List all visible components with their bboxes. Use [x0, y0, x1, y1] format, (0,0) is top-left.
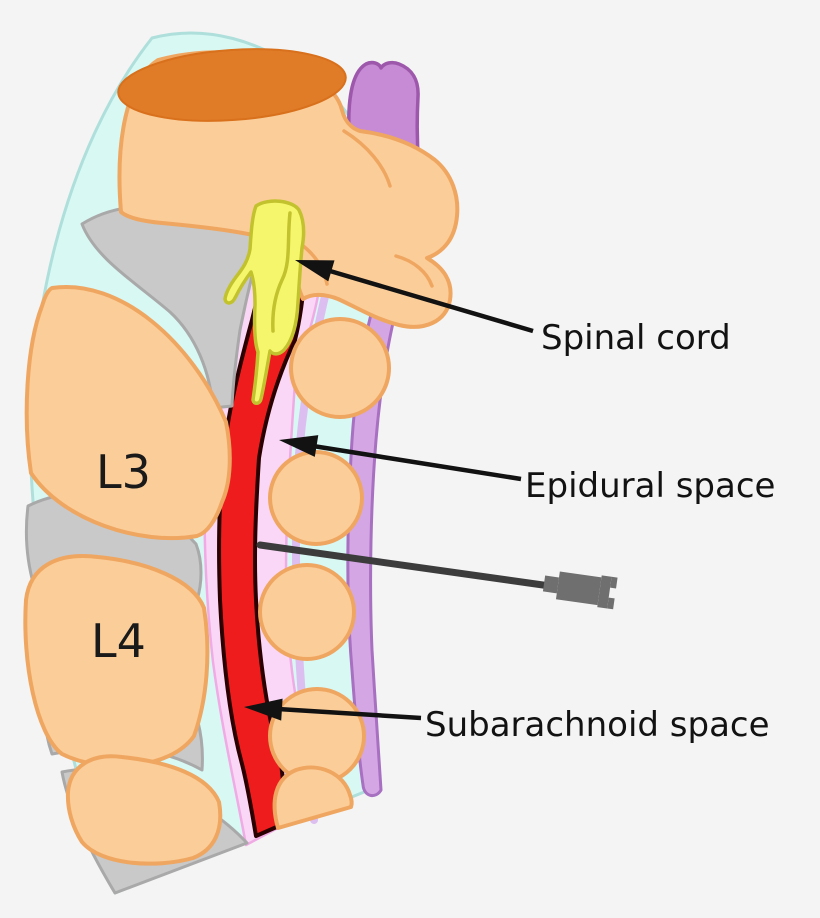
label-l4: L4	[91, 614, 146, 668]
needle-hub	[542, 571, 618, 610]
spinous-process	[258, 563, 356, 661]
vertebra-l3	[24, 284, 232, 541]
vertebra-l5	[65, 754, 223, 866]
needle-shaft	[256, 541, 554, 590]
label-epidural-space: Epidural space	[525, 466, 775, 506]
label-spinal-cord: Spinal cord	[541, 318, 731, 358]
spinous-process	[289, 317, 391, 419]
vertebra-l4	[23, 554, 210, 769]
spinous-process	[272, 765, 354, 830]
cord-contour-line	[271, 211, 292, 333]
spinous-process	[268, 450, 364, 546]
vertebral-endplate-cap	[117, 48, 347, 122]
annotation-arrow-epidural-space	[279, 435, 522, 482]
annotation-arrow-subarachnoid-space	[244, 698, 422, 721]
bone-contour-line	[394, 254, 434, 288]
annotation-arrow-spinal-cord	[295, 260, 534, 334]
spinal-cord-shape	[223, 199, 306, 405]
bone-contour-line	[342, 129, 392, 188]
label-l3: L3	[96, 445, 151, 499]
label-subarachnoid-space: Subarachnoid space	[425, 705, 770, 745]
